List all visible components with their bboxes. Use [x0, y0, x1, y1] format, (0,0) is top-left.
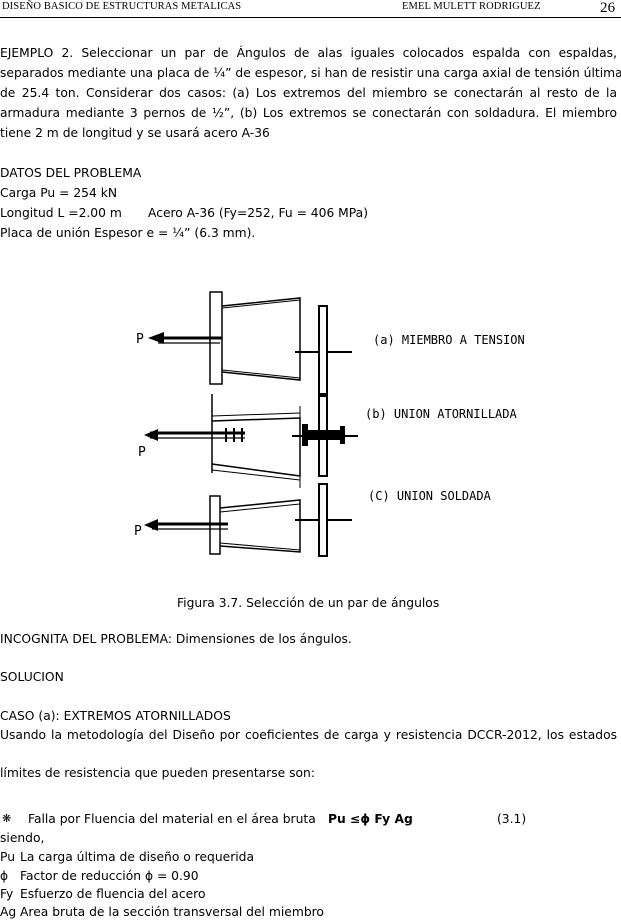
figure-caption: Figura 3.7. Selección de un par de ángul…	[177, 596, 440, 610]
bolt-head-icon	[302, 424, 308, 446]
figure-row-c	[152, 495, 301, 555]
definition-row: Fy Esfuerzo de fluencia del acero	[0, 887, 205, 901]
datos-carga: Carga Pu = 254 kN	[0, 186, 118, 200]
arrow-icon	[148, 332, 164, 344]
solucion-heading: SOLUCION	[0, 670, 64, 684]
definition-text: La carga última de diseño o requerida	[20, 850, 255, 864]
example-line-2: separados mediante una placa de ¼” de es…	[0, 66, 621, 80]
bolts-row-b	[225, 428, 243, 442]
datos-placa: Placa de unión Espesor e = ¼” (6.3 mm).	[0, 226, 256, 240]
metodologia-line-1: Usando la metodología del Diseño por coe…	[0, 728, 617, 742]
figure-row-b	[150, 394, 301, 488]
datos-acero: Acero A-36 (Fy=252, Fu = 406 MPa)	[148, 206, 368, 220]
label-b: (b) UNION ATORNILLADA	[365, 407, 517, 421]
definition-text: Factor de reducción ϕ = 0.90	[20, 869, 199, 883]
definition-text: Area bruta de la sección transversal del…	[20, 905, 324, 919]
header-rule	[0, 17, 621, 18]
caso-a-heading: CASO (a): EXTREMOS ATORNILLADOS	[0, 709, 231, 723]
definition-symbol: Fy	[0, 887, 14, 901]
example-line-1: EJEMPLO 2. Seleccionar un par de Ángulos…	[0, 46, 617, 60]
bolt-nut-icon	[340, 426, 345, 444]
bolt-section-icon	[306, 430, 342, 440]
siendo: siendo,	[0, 831, 45, 845]
metodologia-line-2: límites de resistencia que pueden presen…	[0, 766, 315, 780]
definition-row: ϕ Factor de reducción ϕ = 0.90	[0, 869, 199, 883]
label-a: (a) MIEMBRO A TENSION	[373, 333, 525, 347]
running-header-author: EMEL MULETT RODRIGUEZ	[402, 1, 541, 12]
load-label-c: P	[134, 524, 142, 539]
falla-formula: Pu ≤ϕ Fy Ag	[328, 812, 413, 826]
definition-symbol: Pu	[0, 850, 15, 864]
datos-longitud: Longitud L =2.00 m	[0, 206, 122, 220]
equation-number: (3.1)	[497, 812, 527, 826]
incognita: INCOGNITA DEL PROBLEMA: Dimensiones de l…	[0, 632, 352, 646]
definition-symbol: ϕ	[0, 869, 9, 883]
datos-title: DATOS DEL PROBLEMA	[0, 166, 142, 180]
example-line-5: tiene 2 m de longitud y se usará acero A…	[0, 126, 270, 140]
figure-connections: P (a) MIEMBRO A TENSION P	[134, 291, 525, 557]
bullet-icon: ❋	[2, 812, 12, 825]
arrow-icon	[144, 519, 158, 531]
load-label-b: P	[138, 445, 146, 460]
section-a	[295, 305, 352, 395]
falla-text: Falla por Fluencia del material en el ár…	[28, 812, 316, 826]
load-label-a: P	[136, 332, 144, 347]
definition-row: Pu La carga última de diseño o requerida	[0, 850, 254, 864]
arrow-icon	[144, 429, 158, 441]
definition-symbol: Ag	[0, 905, 17, 919]
page-number: 26	[600, 0, 616, 16]
example-line-4: armadura mediante 3 pernos de ½”, (b) Lo…	[0, 106, 617, 120]
section-c	[295, 483, 352, 557]
figure-row-a	[158, 291, 301, 385]
label-c: (C) UNION SOLDADA	[368, 489, 492, 503]
example-line-3: de 25.4 ton. Considerar dos casos: (a) L…	[0, 86, 617, 100]
definition-text: Esfuerzo de fluencia del acero	[20, 887, 206, 901]
running-header-title: DISEÑO BASICO DE ESTRUCTURAS METALICAS	[2, 1, 242, 12]
